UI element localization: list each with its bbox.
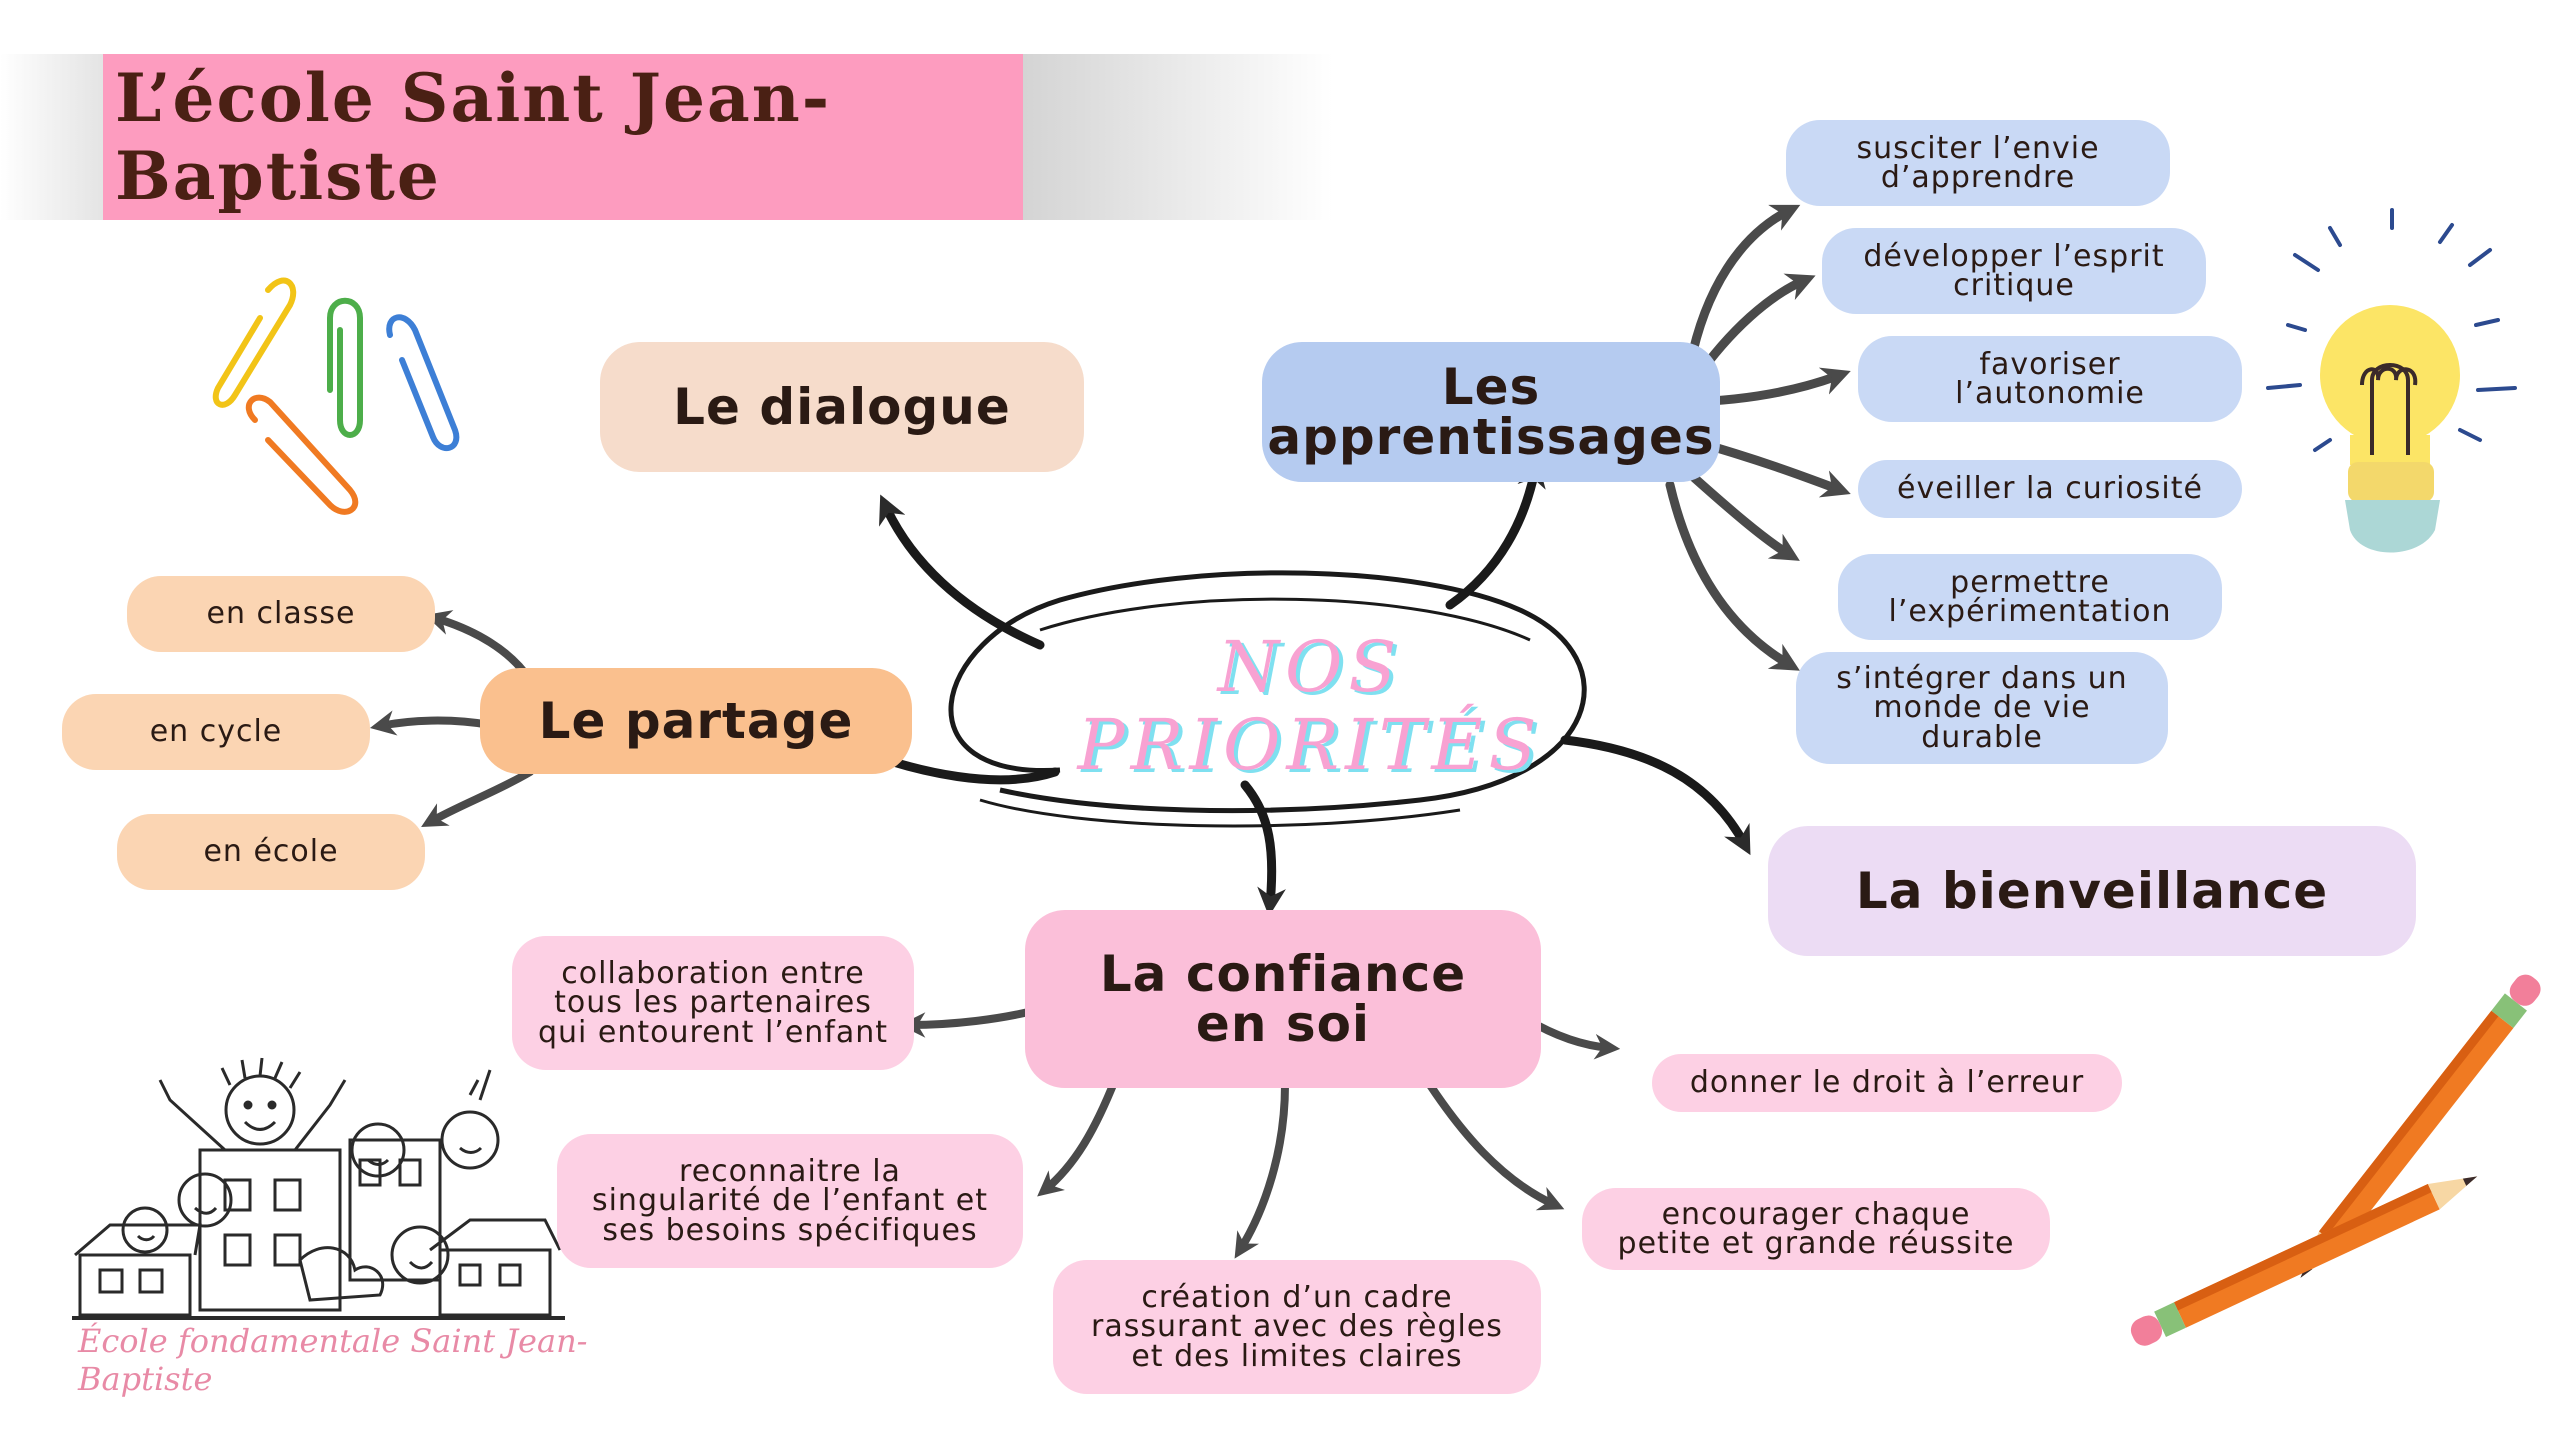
center-line2: PRIORITÉS — [1077, 704, 1543, 787]
apprentissages-item: éveiller la curiosité — [1858, 460, 2242, 518]
arrow-to-confiance — [1240, 780, 1286, 917]
apprentissages-item: permettre l’expérimentation — [1838, 554, 2222, 640]
confiance-item: collaboration entre tous les partenaires… — [512, 936, 914, 1070]
partage-item: en école — [117, 814, 425, 890]
center-ellipse — [948, 570, 1587, 828]
arrow-to-apprentissages — [1445, 458, 1546, 610]
branch-dialogue: Le dialogue — [600, 342, 1084, 472]
arrow-to-dialogue — [879, 494, 1045, 650]
partage-item: en classe — [127, 576, 435, 652]
apprentissages-item: s’intégrer dans un monde de vie durable — [1796, 652, 2168, 764]
branch-bienveillance: La bienveillance — [1768, 826, 2416, 956]
center-line1: NOS — [1217, 626, 1403, 708]
title-shadow — [1023, 54, 1333, 220]
title-banner: L’école Saint Jean-Baptiste — [103, 54, 1023, 220]
school-caption: École fondamentale Saint Jean-Baptiste — [78, 1322, 588, 1398]
apprentissages-item: développer l’esprit critique — [1822, 228, 2206, 314]
confiance-item: encourager chaque petite et grande réuss… — [1582, 1188, 2050, 1270]
pencils-icon — [2130, 974, 2541, 1346]
branch-apprentissages: Les apprentissages — [1262, 342, 1720, 482]
paperclips-icon — [212, 277, 460, 515]
school-children-drawing-icon — [72, 1057, 565, 1320]
apprentissages-item: favoriser l’autonomie — [1858, 336, 2242, 422]
arrow-to-bienveillance — [1560, 735, 1751, 856]
confiance-item: reconnaitre la singularité de l’enfant e… — [557, 1134, 1023, 1268]
partage-item: en cycle — [62, 694, 370, 770]
branch-confiance: La confiance en soi — [1025, 910, 1541, 1088]
title-shadow — [0, 54, 103, 220]
lightbulb-icon — [2266, 208, 2517, 553]
page-title: L’école Saint Jean-Baptiste — [115, 59, 832, 215]
apprentissages-item: susciter l’envie d’apprendre — [1786, 120, 2170, 206]
branch-partage: Le partage — [480, 668, 912, 774]
center-title: NOS PRIORITÉS — [1040, 628, 1580, 785]
confiance-item: création d’un cadre rassurant avec des r… — [1053, 1260, 1541, 1394]
confiance-item: donner le droit à l’erreur — [1652, 1054, 2122, 1112]
